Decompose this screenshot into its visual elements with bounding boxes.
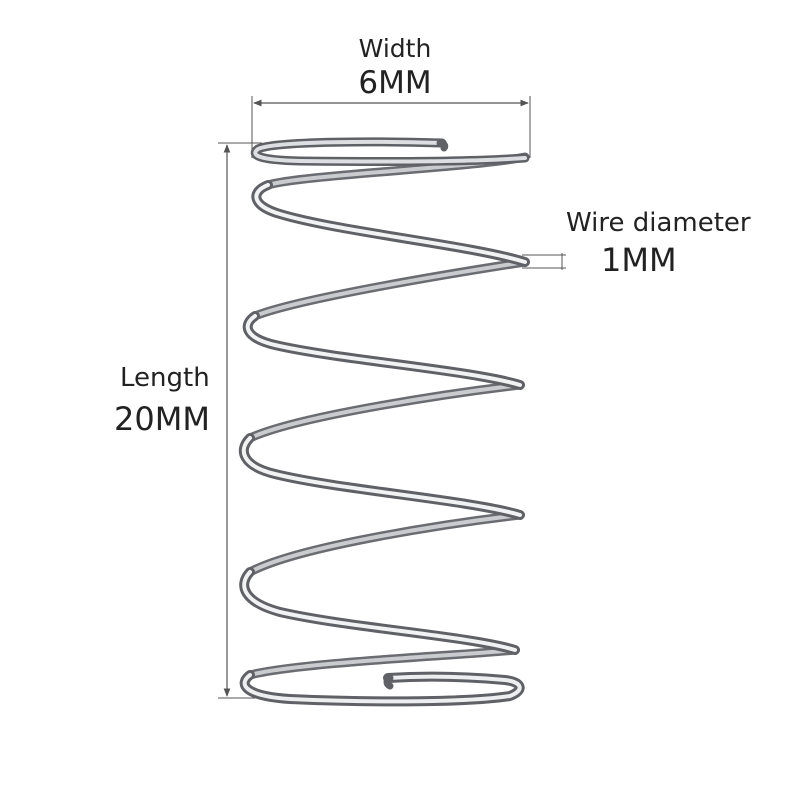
wire-diameter-value: 1MM xyxy=(601,241,677,279)
wire-dimension xyxy=(522,253,566,270)
spring-top-end xyxy=(250,137,530,167)
length-label: Length xyxy=(120,363,210,393)
length-dimension xyxy=(218,142,262,699)
wire-diameter-label: Wire diameter xyxy=(566,208,751,238)
width-value: 6MM xyxy=(358,65,432,101)
width-label: Width xyxy=(358,34,432,63)
spring-front-coils xyxy=(238,180,530,655)
length-value: 20MM xyxy=(114,400,210,438)
compression-spring xyxy=(238,137,530,707)
width-dimension xyxy=(251,96,531,158)
spring-bottom-end xyxy=(239,670,525,707)
